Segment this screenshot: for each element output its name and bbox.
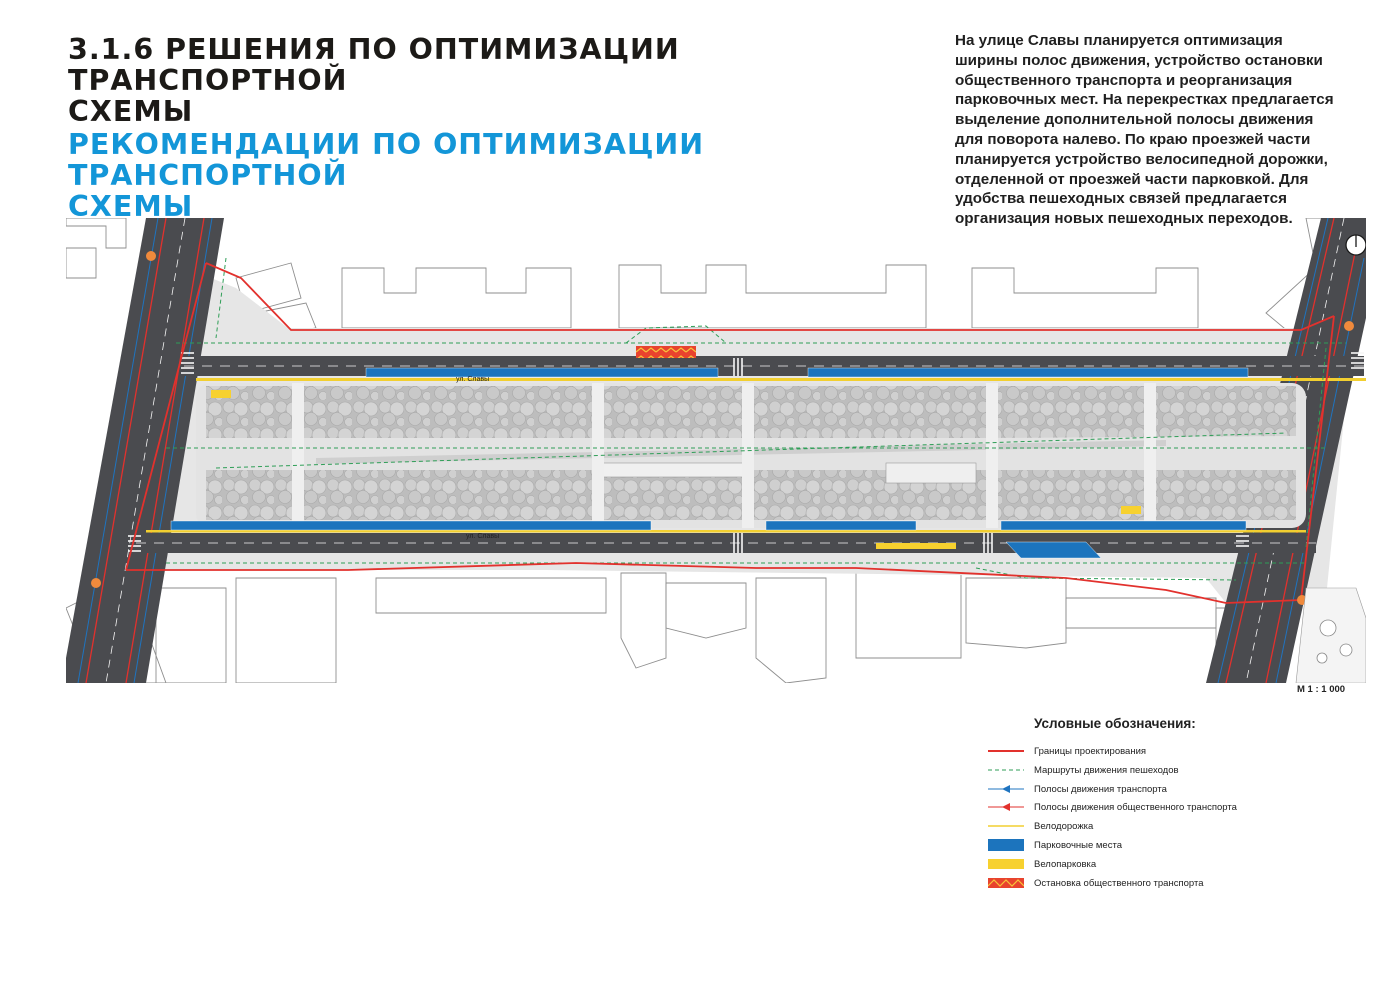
title-block: 3.1.6 РЕШЕНИЯ ПО ОПТИМИЗАЦИИ ТРАНСПОРТНО… [68, 34, 888, 222]
legend-item-bike-parking: Велопарковка [988, 858, 1288, 877]
pedestrian-routes [166, 257, 1346, 581]
page-title: 3.1.6 РЕШЕНИЯ ПО ОПТИМИЗАЦИИ ТРАНСПОРТНО… [68, 33, 680, 128]
site-plan-map: ул. Славы ул. Славы [66, 218, 1366, 683]
pedestrian-crossings [128, 352, 1364, 553]
bus-stop-box-icon [988, 877, 1024, 888]
boundary-line-icon [988, 750, 1024, 752]
boulevard-cross-paths [292, 383, 1156, 528]
legend-item-bus-stop: Остановка общественного транспорта [988, 877, 1288, 896]
road-west [66, 218, 224, 683]
design-boundary [125, 262, 1335, 604]
parking-box-icon [988, 838, 1024, 851]
bike-parking [211, 390, 1141, 549]
north-arrow-icon [1345, 234, 1366, 256]
legend-item-bike-path: Велодорожка [988, 820, 1288, 839]
parking-spaces [170, 367, 1249, 559]
traffic-lane-arrow-icon [988, 784, 1024, 793]
street-label-north: ул. Славы [456, 376, 489, 383]
public-transport-lane-arrow-icon [988, 803, 1024, 812]
bike-parking-box-icon [988, 858, 1024, 869]
legend: Условные обозначения: Границы проектиров… [988, 716, 1288, 895]
legend-title: Условные обозначения: [1034, 716, 1196, 731]
map-scale: М 1 : 1 000 [1297, 684, 1346, 695]
legend-item-public-transport-lanes: Полосы движения общественного транспорта [988, 801, 1288, 820]
plaza-pattern [1295, 587, 1366, 683]
pedestrian-route-icon [988, 769, 1024, 771]
bus-stop-marker [636, 346, 696, 358]
bike-path-line-icon [988, 825, 1024, 827]
description-text: На улице Славы планируется оптимизация ш… [955, 32, 1334, 228]
legend-item-pedestrian-routes: Маршруты движения пешеходов [988, 764, 1288, 783]
street-label-south: ул. Славы [466, 533, 499, 540]
road-south [136, 530, 1316, 553]
legend-item-boundary: Границы проектирования [988, 745, 1288, 764]
legend-item-parking: Парковочные места [988, 838, 1288, 858]
legend-item-traffic-lanes: Полосы движения транспорта [988, 783, 1288, 802]
page-subtitle: РЕКОМЕНДАЦИИ ПО ОПТИМИЗАЦИИ ТРАНСПОРТНОЙ… [68, 128, 705, 223]
